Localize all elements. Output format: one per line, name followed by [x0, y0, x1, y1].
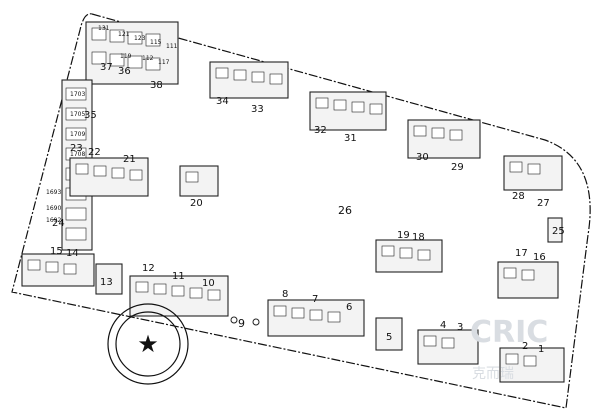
building-label: 7	[312, 294, 318, 305]
building-12-10	[129, 275, 229, 317]
building-label: 37	[100, 62, 113, 73]
unit-tag: 1703	[70, 91, 85, 98]
unit-tag: 112	[142, 55, 154, 62]
building-label: 6	[346, 302, 352, 313]
building-label: 24	[52, 218, 65, 229]
building-label: 22	[88, 147, 101, 158]
building-label: 27	[537, 198, 550, 209]
building-13	[95, 263, 123, 295]
site-boundary	[11, 13, 591, 409]
building-2-1	[499, 347, 565, 383]
building-label: 34	[216, 96, 229, 107]
building-32-31	[309, 91, 387, 131]
building-label: 12	[142, 263, 155, 274]
watermark-sub: 克而瑞	[472, 366, 514, 382]
building-label: 21	[123, 154, 136, 165]
building-label: 13	[100, 277, 113, 288]
unit-tag: 123	[134, 35, 146, 42]
site-label-kiosk: 9	[238, 317, 245, 330]
unit-tag: 115	[150, 39, 162, 46]
building-label: 2	[522, 341, 528, 352]
kiosk-icon	[252, 318, 260, 326]
building-label: 15	[50, 246, 63, 257]
building-15-14	[21, 253, 95, 287]
building-label: 38	[150, 80, 163, 91]
building-label: 10	[202, 278, 215, 289]
unit-tag: 121	[118, 31, 130, 38]
building-label: 23	[70, 143, 83, 154]
unit-tag: 1708	[70, 151, 85, 158]
kiosk-icon	[230, 316, 238, 324]
building-label: 29	[451, 162, 464, 173]
building-5	[375, 317, 403, 351]
unit-tag: 117	[158, 59, 170, 66]
building-label: 30	[416, 152, 429, 163]
building-label: 25	[552, 226, 565, 237]
building-28-27	[503, 155, 563, 191]
unit-tag: 1692	[46, 217, 61, 224]
building-8-6	[267, 299, 365, 337]
unit-tag: 111	[166, 43, 178, 50]
building-labels: 1234567810111213141516171819202122232425…	[46, 25, 565, 355]
building-label: 33	[251, 104, 264, 115]
building-25	[547, 217, 563, 243]
site-label-open_area: 26	[338, 204, 352, 217]
unit-tag: 1705	[70, 111, 85, 118]
unit-tag: 1690	[46, 205, 61, 212]
building-label: 35	[84, 110, 97, 121]
seal-star-icon: ★	[137, 330, 159, 358]
building-label: 28	[512, 191, 525, 202]
building-label: 14	[66, 248, 79, 259]
building-label: 18	[412, 232, 425, 243]
building-label: 36	[118, 66, 131, 77]
building-label: 8	[282, 289, 288, 300]
watermark: CRIC 克而瑞	[470, 315, 548, 382]
unit-tag: 1709	[70, 131, 85, 138]
building-30-29	[407, 119, 481, 159]
building-label: 20	[190, 198, 203, 209]
building-4-3	[417, 329, 479, 365]
building-label: 32	[314, 125, 327, 136]
building-label: 31	[344, 133, 357, 144]
building-label: 1	[538, 344, 544, 355]
building-label: 3	[457, 322, 463, 333]
unit-tag: 131	[98, 25, 110, 32]
building-19-18	[375, 239, 443, 273]
building-label: 5	[386, 332, 392, 343]
building-label: 11	[172, 271, 185, 282]
watermark-brand: CRIC	[470, 315, 548, 350]
building-label: 4	[440, 320, 446, 331]
building-label: 16	[533, 252, 546, 263]
building-label: 19	[397, 230, 410, 241]
building-20	[179, 165, 219, 197]
building-17-16	[497, 261, 559, 299]
building-label: 17	[515, 248, 528, 259]
official-seal: ★	[107, 303, 189, 385]
building-34-33	[209, 61, 289, 99]
unit-tag: 119	[120, 53, 132, 60]
building-22-21	[69, 157, 149, 197]
unit-tag: 1693	[46, 189, 61, 196]
building-group-nw	[85, 21, 179, 85]
